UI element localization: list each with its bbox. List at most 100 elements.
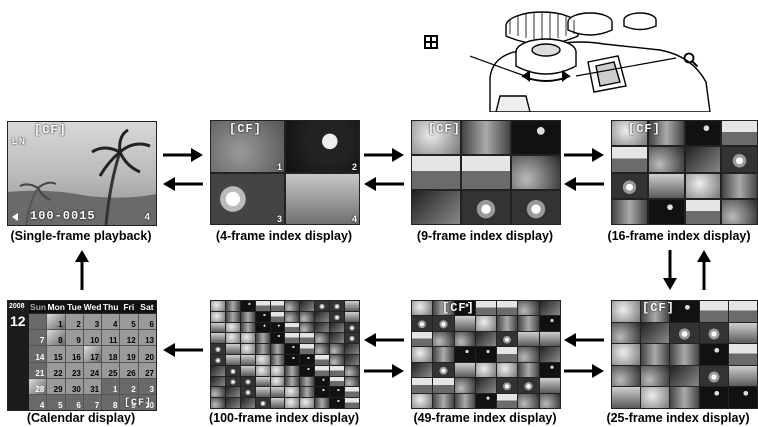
thumbnail <box>315 376 330 387</box>
card-label: [CF] <box>442 301 475 315</box>
calendar-month: 12 <box>10 313 26 329</box>
thumbnail <box>699 344 728 365</box>
thumbnail <box>345 344 359 354</box>
card-label: [CF] <box>123 398 152 409</box>
weekday-label: Mon <box>47 302 65 312</box>
arrow-up-25-to-16 <box>697 250 711 290</box>
thumbnail <box>225 376 240 387</box>
thumbnail <box>641 387 670 408</box>
index-grid-icon <box>424 35 438 49</box>
thumbnail <box>685 173 721 198</box>
thumbnail <box>345 355 359 365</box>
thumbnail <box>454 301 475 316</box>
thumbnail <box>699 365 728 387</box>
arrow-left-25-to-49 <box>564 333 604 347</box>
calendar-day: 22 <box>47 362 65 378</box>
thumb-1: 1 <box>211 121 284 172</box>
thumbnail <box>412 156 460 189</box>
thumbnail <box>270 301 285 311</box>
calendar-day: 1 <box>102 378 120 394</box>
thumbnail <box>240 322 255 333</box>
thumbnail <box>285 311 300 322</box>
calendar-day: 6 <box>65 394 83 410</box>
thumbnail <box>255 333 270 344</box>
thumbnail <box>433 347 454 362</box>
calendar-day-number: 30 <box>71 384 81 394</box>
thumbnail <box>300 301 315 311</box>
thumbnail <box>285 376 300 387</box>
thumbnail <box>475 362 497 378</box>
weekday-label: Wed <box>83 302 102 312</box>
calendar-day-number: 21 <box>35 368 45 378</box>
thumbnail <box>475 301 497 316</box>
thumbnail <box>285 344 300 354</box>
thumbnail <box>345 387 359 398</box>
thumbnail <box>454 378 475 393</box>
calendar-day: 8 <box>47 330 65 346</box>
thumbnail <box>345 398 359 408</box>
thumbnail <box>641 301 670 322</box>
thumbnail <box>475 378 497 393</box>
magnifier-icon <box>683 52 699 68</box>
caption-calendar: (Calendar display) <box>26 411 136 425</box>
thumbnail <box>211 355 225 365</box>
thumbnail <box>412 191 460 224</box>
thumbnail <box>270 322 285 333</box>
card-label: [CF] <box>34 123 67 137</box>
calendar-day: 20 <box>138 346 156 362</box>
thumbnail <box>518 301 539 316</box>
thumbnail <box>539 347 560 362</box>
calendar-day-number: 28 <box>35 384 45 394</box>
calendar-day-number: 23 <box>71 368 81 378</box>
arrow-left-49-to-100 <box>364 333 404 347</box>
calendar-day: 9 <box>120 394 138 410</box>
caption-hundred-frame: (100-frame index display) <box>208 411 360 425</box>
thumbnail <box>315 301 330 311</box>
calendar-day-number: 16 <box>71 352 81 362</box>
twentyfive-frame-panel: [CF] <box>611 300 758 409</box>
thumbnail <box>225 344 240 354</box>
thumbnail <box>433 393 454 408</box>
thumbnail <box>270 333 285 344</box>
thumbnail <box>255 311 270 322</box>
thumbnail <box>670 387 699 408</box>
thumbnail <box>211 398 225 408</box>
thumbnail <box>211 333 225 344</box>
thumbnail <box>255 301 270 311</box>
thumbnail <box>225 355 240 365</box>
thumbnail <box>315 322 330 333</box>
thumbnail <box>433 362 454 378</box>
thumbnail <box>648 121 684 146</box>
calendar-day-number: 6 <box>149 320 154 330</box>
thumbnail <box>225 311 240 322</box>
thumbnail <box>433 331 454 347</box>
calendar-day: 7 <box>83 394 102 410</box>
thumbnail <box>648 199 684 224</box>
calendar-day: 10 <box>83 330 102 346</box>
thumbnail <box>612 344 641 365</box>
thumbnail <box>685 199 721 224</box>
thumbnail <box>462 156 510 189</box>
thumbnail <box>270 387 285 398</box>
thumbnail <box>518 331 539 347</box>
calendar-day: 14 <box>29 346 47 362</box>
thumbnail <box>518 393 539 408</box>
thumbnail <box>255 322 270 333</box>
thumbnail <box>300 387 315 398</box>
calendar-day-number: 20 <box>145 352 154 362</box>
calendar-day: 29 <box>47 378 65 394</box>
thumbnail <box>225 398 240 408</box>
calendar-day-number: 9 <box>131 401 136 410</box>
calendar-day-number: 26 <box>126 368 136 378</box>
calendar-day: 30 <box>65 378 83 394</box>
weekday-label: Tue <box>67 302 82 312</box>
thumbnail <box>315 311 330 322</box>
arrow-left-1 <box>163 177 203 191</box>
thumbnail <box>641 344 670 365</box>
thumbnail <box>330 344 345 354</box>
thumbnail <box>330 322 345 333</box>
card-label: [CF] <box>428 122 461 136</box>
thumbnail <box>518 347 539 362</box>
calendar-day-number: 7 <box>39 336 45 346</box>
